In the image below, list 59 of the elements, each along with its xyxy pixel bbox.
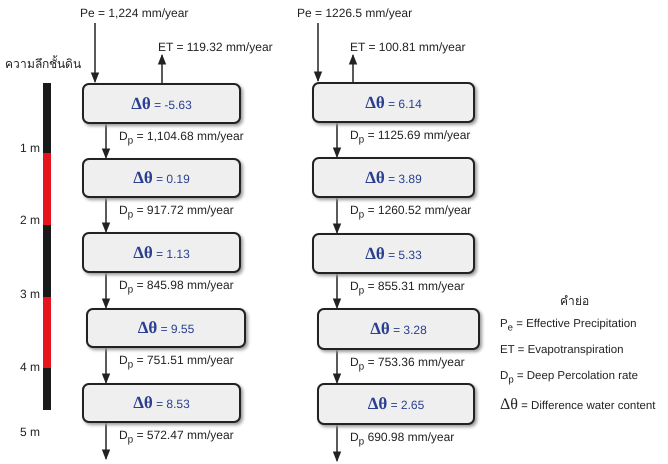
arrow: [332, 123, 342, 158]
depth-mark: 4 m: [20, 360, 40, 374]
depth-mark: 2 m: [20, 213, 40, 227]
edge-label: D$_{p}$ = 1260.52 mm/year: [350, 203, 472, 220]
arrow: [332, 425, 342, 462]
arrow: [102, 198, 110, 234]
delta-theta-value: Δθ = -5.63: [131, 94, 192, 114]
delta-theta-value: Δθ = 6.14: [365, 92, 422, 112]
edge-label: D$_{p}$ 690.98 mm/year: [350, 430, 454, 448]
delta-theta-value: Δθ = 8.53: [133, 393, 190, 413]
edge-label: D$_{p}$ = 572.47 mm/year: [119, 428, 234, 446]
arrow: [314, 23, 322, 82]
arrow: [332, 274, 342, 310]
process-box: [312, 82, 475, 123]
edge-label: D$_{p}$ = 1125.69 mm/year: [350, 128, 470, 146]
depth-heading: ความลึกชั้นดิน: [5, 54, 81, 73]
arrow: [348, 54, 358, 82]
edge-label: D$_{p}$ = 751.51 mm/year: [119, 353, 234, 370]
legend-entry: ET = Evapotranspiration: [500, 344, 624, 356]
arrow: [332, 350, 342, 384]
legend-entry: P$_{e}$ = Effective Precipitation: [500, 318, 636, 334]
legend-heading: คำย่อ: [560, 293, 589, 310]
flux-label: ET = 119.32 mm/year: [158, 40, 273, 54]
arrow: [102, 273, 110, 310]
process-box: [82, 232, 241, 273]
depth-mark: 5 m: [20, 425, 40, 439]
delta-theta-value: Δθ = 3.28: [370, 319, 427, 339]
flux-label: Pe = 1,224 mm/year: [80, 6, 188, 20]
depth-mark: 1 m: [20, 141, 40, 155]
delta-theta-value: Δθ = 0.19: [133, 168, 190, 188]
depth-mark: 3 m: [20, 287, 40, 301]
arrow: [158, 54, 166, 83]
edge-label: D$_{p}$ = 753.36 mm/year: [350, 355, 465, 372]
delta-theta-value: Δθ = 2.65: [368, 394, 424, 414]
delta-theta-value: Δθ = 1.13: [133, 242, 190, 262]
process-box: [82, 383, 241, 423]
process-box: [82, 83, 241, 124]
edge-label: D$_{p}$ = 1,104.68 mm/year: [119, 129, 244, 146]
process-box: [312, 157, 475, 198]
arrow: [102, 124, 110, 160]
process-box: [317, 383, 475, 425]
edge-label: D$_{p}$ = 917.72 mm/year: [119, 203, 234, 220]
arrow: [102, 348, 110, 384]
delta-theta-value: Δθ = 9.55: [138, 318, 194, 338]
flux-label: Pe = 1226.5 mm/year: [297, 6, 412, 20]
arrow: [332, 198, 342, 234]
delta-theta-value: Δθ = 5.33: [365, 244, 422, 264]
process-box: [82, 158, 241, 198]
arrow: [90, 23, 100, 84]
legend-entry: Δθ = Difference water content: [500, 396, 656, 414]
process-box: [86, 308, 246, 348]
edge-label: D$_{p}$ = 855.31 mm/year: [350, 279, 465, 296]
legend-entry: D$_{p}$ = Deep Percolation rate: [500, 370, 638, 386]
arrow: [102, 423, 110, 460]
process-box: [312, 233, 475, 274]
process-box: [317, 308, 480, 350]
delta-theta-value: Δθ = 3.89: [365, 168, 422, 188]
flux-label: ET = 100.81 mm/year: [350, 40, 466, 54]
edge-label: D$_{p}$ = 845.98 mm/year: [119, 278, 234, 296]
